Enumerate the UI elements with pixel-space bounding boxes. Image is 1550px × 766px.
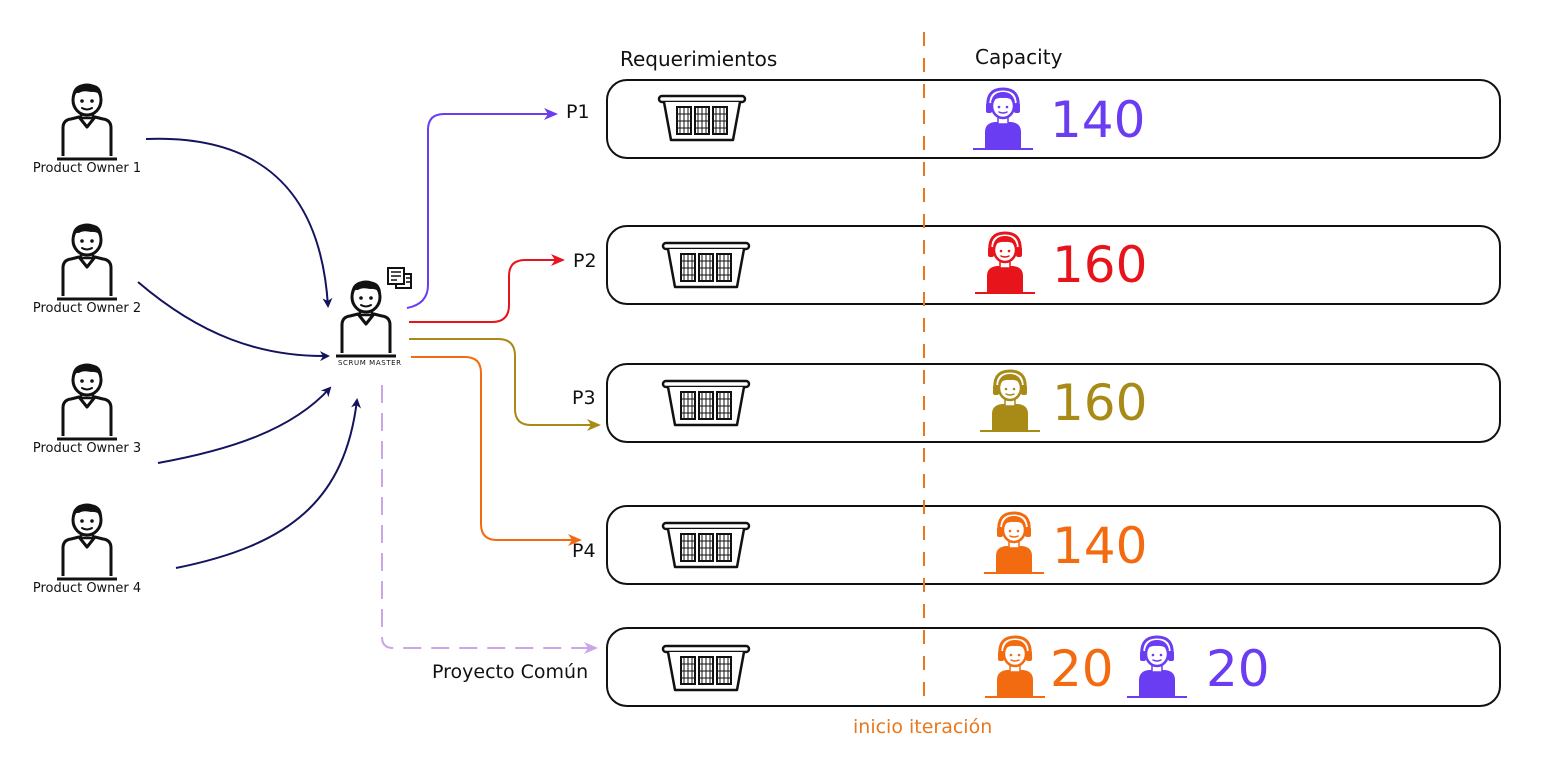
project-row-p2 xyxy=(606,225,1501,305)
p4-label: P4 xyxy=(572,540,596,562)
capacity-icons xyxy=(973,87,1187,698)
requerimientos-header: Requerimientos xyxy=(620,47,778,71)
p2-capacity: 160 xyxy=(1052,236,1148,294)
owner-4-arrow xyxy=(175,398,362,569)
owner-arrows xyxy=(137,137,362,569)
product-owner-4-label: Product Owner 4 xyxy=(32,581,142,596)
basket-icon xyxy=(661,379,751,427)
common-project-arrow xyxy=(381,385,598,654)
p2-label: P2 xyxy=(573,250,597,272)
capacity-header: Capacity xyxy=(975,45,1063,69)
common-project-label: Proyecto Común xyxy=(432,661,589,683)
project-row-p4 xyxy=(606,505,1501,585)
headset-person-icon xyxy=(1127,635,1187,698)
person-icon xyxy=(57,502,117,581)
p1-arrow xyxy=(406,108,558,309)
common-capacity-1: 20 xyxy=(1050,640,1114,698)
p2-arrow xyxy=(409,254,565,323)
p4-arrow xyxy=(411,356,582,546)
scrum-master-label: SCRUM MASTER xyxy=(338,359,402,367)
basket-icon xyxy=(661,644,751,692)
product-owner-1-label: Product Owner 1 xyxy=(32,161,142,176)
product-owner-3-label: Product Owner 3 xyxy=(32,441,142,456)
headset-person-icon xyxy=(980,369,1040,432)
person-icon xyxy=(57,222,117,301)
owner-3-arrow xyxy=(157,386,332,464)
iteration-start-label: inicio iteración xyxy=(853,716,993,738)
owner-1-arrow xyxy=(145,137,333,308)
headset-person-icon xyxy=(973,87,1033,150)
product-owner-4 xyxy=(57,502,117,581)
project-row-common xyxy=(606,627,1501,707)
headset-person-icon xyxy=(975,231,1035,294)
project-row-p1 xyxy=(606,79,1501,159)
p4-capacity: 140 xyxy=(1052,517,1148,575)
document-icon xyxy=(387,267,412,289)
product-owner-3 xyxy=(57,362,117,441)
p3-capacity: 160 xyxy=(1052,374,1148,432)
person-icon xyxy=(57,362,117,441)
basket-icon xyxy=(661,521,751,569)
scrum-master xyxy=(336,267,412,358)
scrum-master-icon xyxy=(336,279,396,358)
basket-icon xyxy=(657,94,747,142)
p3-arrow xyxy=(409,338,601,431)
basket-icon xyxy=(661,241,751,289)
product-owner-2-label: Product Owner 2 xyxy=(32,301,142,316)
owner-2-arrow xyxy=(137,281,330,362)
p1-capacity: 140 xyxy=(1050,91,1146,149)
product-owner-1 xyxy=(57,82,117,161)
person-icon xyxy=(57,82,117,161)
p1-label: P1 xyxy=(566,101,590,123)
product-owner-2 xyxy=(57,222,117,301)
headset-person-icon xyxy=(985,635,1045,698)
project-row-p3 xyxy=(606,363,1501,443)
headset-person-icon xyxy=(984,511,1044,574)
p3-label: P3 xyxy=(572,387,596,409)
common-capacity-2: 20 xyxy=(1206,640,1270,698)
